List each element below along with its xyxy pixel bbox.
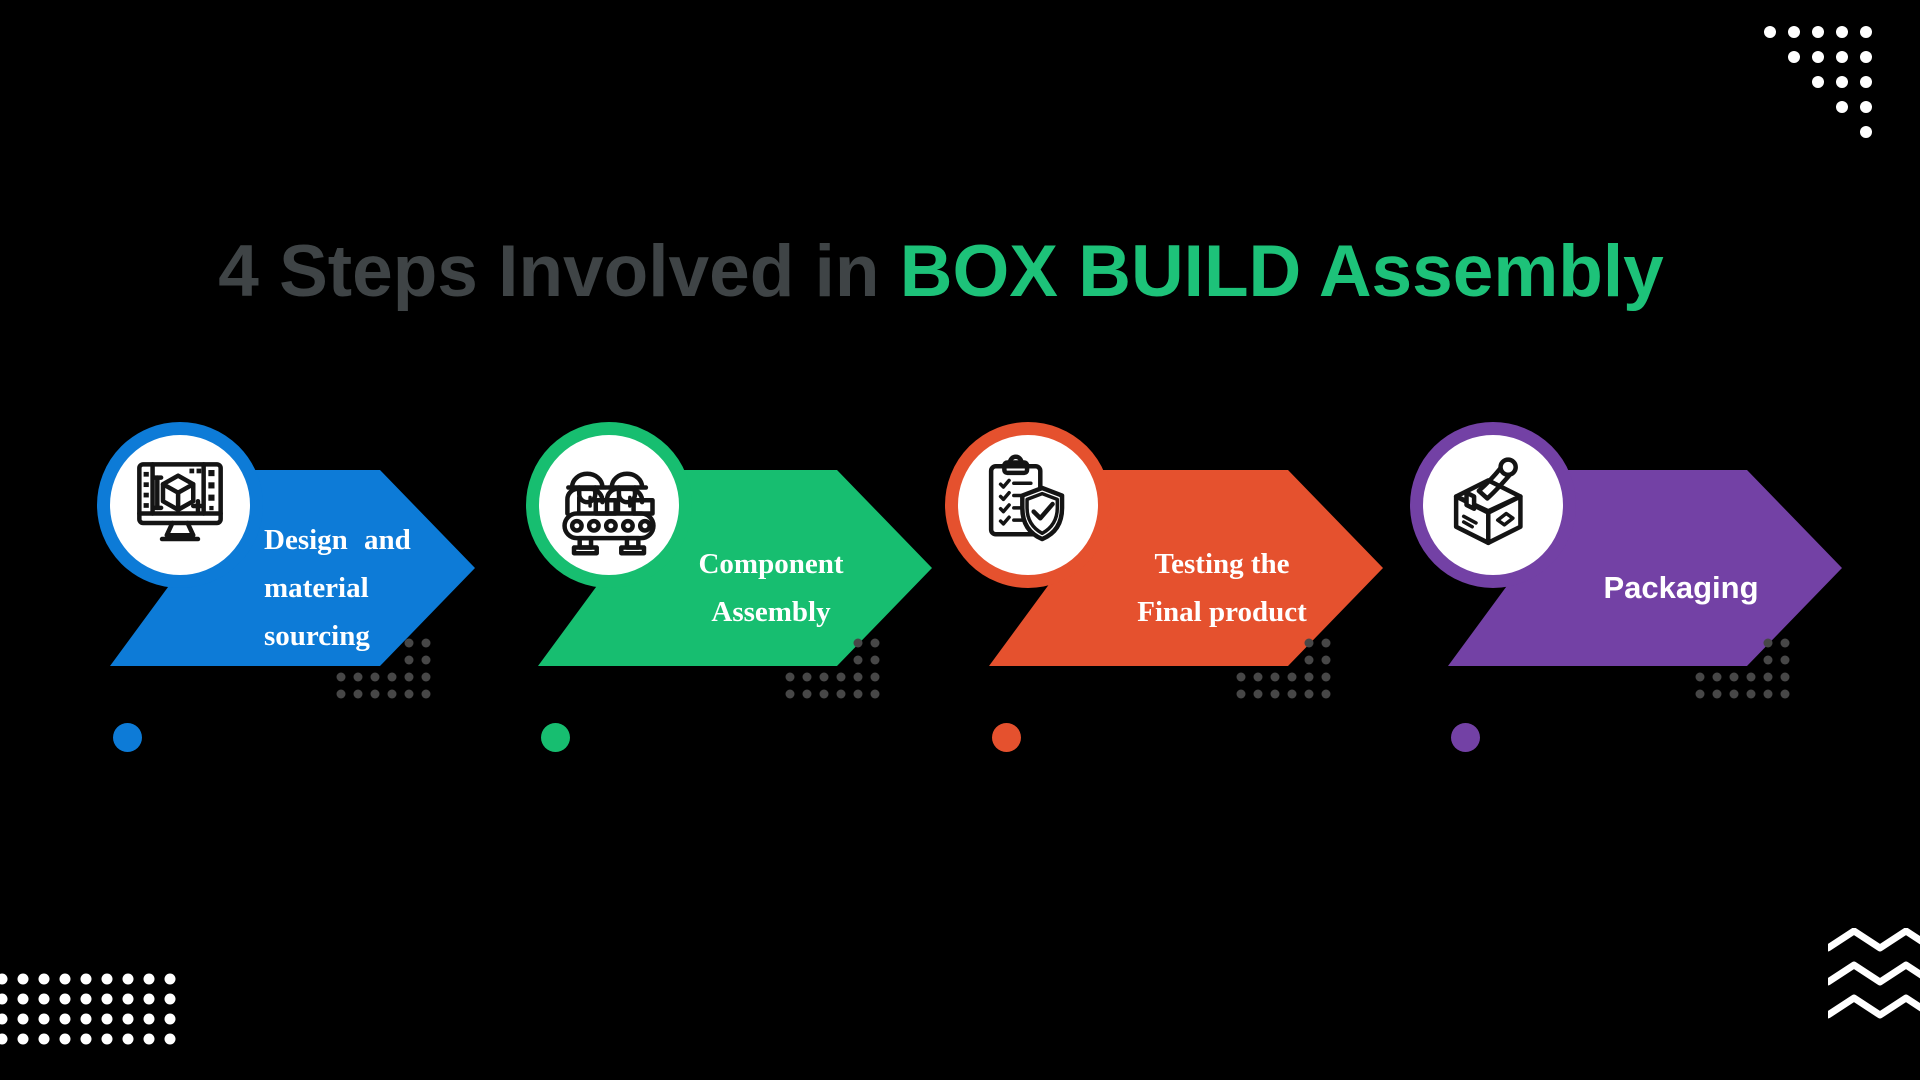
step-label: Testing the Final product xyxy=(1129,470,1315,666)
box-tape-icon xyxy=(1441,453,1545,557)
dot-grid-decoration xyxy=(336,638,431,699)
workers-conveyor-icon xyxy=(557,453,661,557)
design-monitor-icon xyxy=(128,453,232,557)
step-icon-badge xyxy=(945,422,1111,588)
step-label-line: material xyxy=(264,572,369,604)
corner-waves-bottom-right xyxy=(1828,928,1920,1019)
dot-grid-decoration xyxy=(1236,638,1331,699)
step-label-line: Assembly xyxy=(711,596,831,628)
step-icon-badge xyxy=(526,422,692,588)
page-title-highlight: BOX BUILD Assembly xyxy=(899,230,1664,312)
corner-dots-top-right xyxy=(1764,26,1872,138)
dot-grid-decoration xyxy=(785,638,880,699)
step-icon-badge xyxy=(97,422,263,588)
step-icon-badge xyxy=(1410,422,1576,588)
step-label-line: Design and xyxy=(264,524,411,556)
step-label-line: Packaging xyxy=(1603,570,1759,605)
step-label-line: Component xyxy=(698,548,844,580)
step-label: Packaging xyxy=(1588,470,1774,666)
step-packaging: Packaging xyxy=(1410,407,1920,752)
page-title-prefix: 4 Steps Involved in xyxy=(218,230,900,312)
step-testing-final-product: Testing the Final product xyxy=(945,407,1489,752)
page-title: 4 Steps Involved in BOX BUILD Assembly xyxy=(0,229,1901,315)
step-indicator-dot xyxy=(992,723,1021,752)
step-indicator-dot xyxy=(113,723,142,752)
step-label-line: Final product xyxy=(1137,596,1307,628)
step-indicator-dot xyxy=(541,723,570,752)
step-label: Component Assembly xyxy=(678,470,864,666)
step-design-material-sourcing: Design and material sourcing xyxy=(97,407,610,752)
step-component-assembly: Component Assembly xyxy=(526,407,1038,752)
step-indicator-dot xyxy=(1451,723,1480,752)
step-label-line: sourcing xyxy=(264,620,370,652)
step-label: Design and material sourcing xyxy=(264,470,440,666)
clipboard-shield-icon xyxy=(976,453,1080,557)
corner-dots-bottom-left xyxy=(0,973,176,1045)
dot-grid-decoration xyxy=(1695,638,1790,699)
step-label-line: Testing the xyxy=(1154,548,1290,580)
